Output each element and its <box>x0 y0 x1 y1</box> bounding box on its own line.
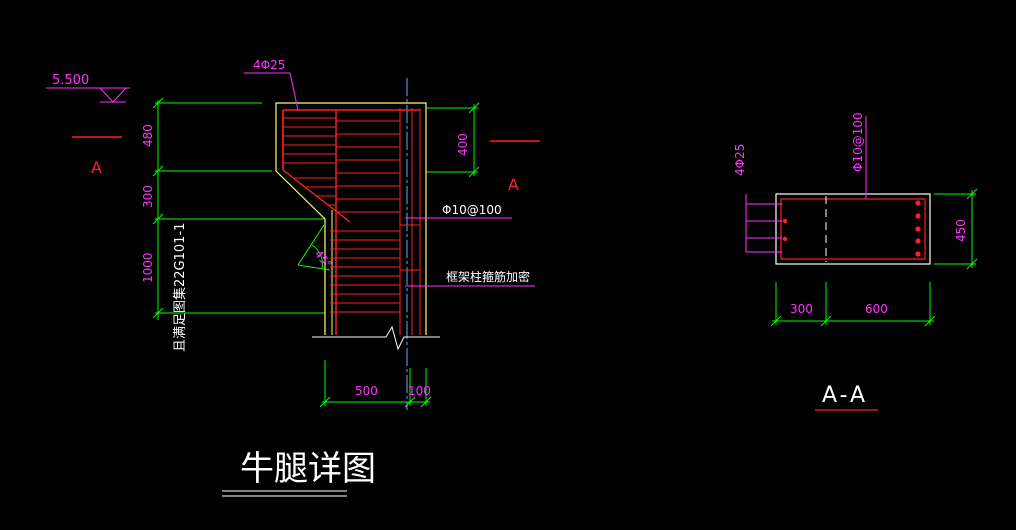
column-note-label: 框架柱箍筋加密 <box>446 269 530 284</box>
right-dimension-400 <box>426 102 480 178</box>
rebar-top-label: 4Φ25 <box>253 58 285 72</box>
dim-100-label: 100 <box>408 384 431 398</box>
section-title: A-A <box>822 383 868 408</box>
break-line <box>312 325 440 351</box>
stirrup-label: Φ10@100 <box>442 203 502 217</box>
section-mark-right-letter: A <box>508 175 519 194</box>
bottom-dimension-chain <box>319 360 432 408</box>
section-stirrup <box>780 198 926 260</box>
sec-stirrup-label: Φ10@100 <box>851 112 865 172</box>
dim-400-label: 400 <box>456 133 470 156</box>
corbel-outline <box>275 102 427 335</box>
section-mark-left: A <box>72 136 122 177</box>
section-rebars <box>782 200 921 257</box>
sec-rebar-label: 4Φ25 <box>733 144 747 176</box>
section-outline <box>775 193 931 265</box>
rebar-top-leader <box>244 72 299 111</box>
left-dimension-chain <box>152 97 325 320</box>
dim-300-left-label: 300 <box>141 185 155 208</box>
sec-bottom-dimension <box>770 282 936 327</box>
dim-500-label: 500 <box>355 384 378 398</box>
section-mark-right: A <box>490 140 540 194</box>
corbel-elevation-view: 5.500 A A 480 300 1000 且满足图集22G101-1 <box>46 58 540 497</box>
sec-rebar-leader <box>745 194 782 253</box>
section-aa-view: 4Φ25 Φ10@100 450 300 600 A-A <box>733 112 978 411</box>
elevation-text: 5.500 <box>52 73 89 88</box>
section-mark-left-letter: A <box>91 158 102 177</box>
elevation-marker: 5.500 <box>46 73 130 103</box>
angle-mark <box>297 224 331 271</box>
vertical-note: 且满足图集22G101-1 <box>172 223 188 352</box>
sec-dimension-450 <box>934 188 978 270</box>
sec-dim-600-label: 600 <box>865 302 888 316</box>
dim-480-label: 480 <box>141 124 155 147</box>
sec-dim-300-label: 300 <box>790 302 813 316</box>
drawing-title: 牛腿详图 <box>240 449 376 489</box>
rebar-cage <box>282 108 421 335</box>
dim-1000-label: 1000 <box>141 252 155 283</box>
sec-dim-450-label: 450 <box>954 219 968 242</box>
